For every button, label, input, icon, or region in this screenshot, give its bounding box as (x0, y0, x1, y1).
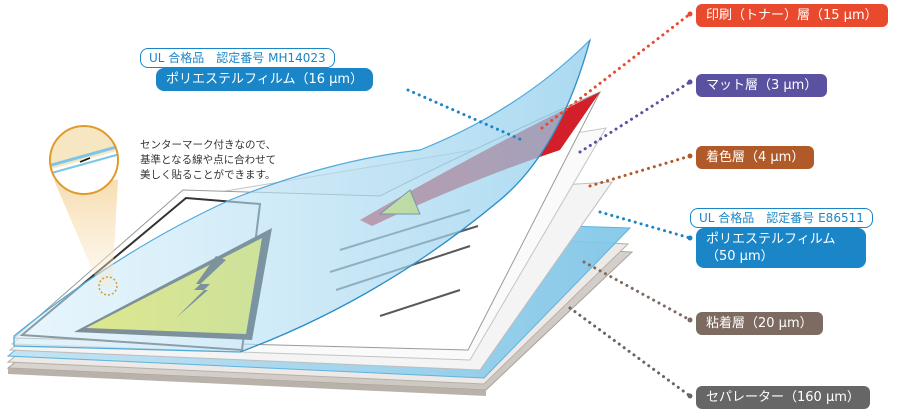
leader-adhesive (582, 260, 692, 322)
zoom-cone (54, 180, 118, 288)
zoom-detail (50, 126, 118, 194)
note-line-2: 基準となる線や点に合わせて (140, 154, 277, 166)
leader-film16 (406, 88, 524, 142)
label-matte-layer: マット層（3 μm） (696, 74, 828, 97)
label-adhesive-layer: 粘着層（20 μm） (696, 312, 823, 335)
center-mark-spot (98, 276, 118, 296)
ul-cert-mh14023: UL 合格品 認定番号 MH14023 (140, 48, 335, 68)
note-line-3: 美しく貼ることができます。 (140, 169, 276, 181)
label-polyester-film-50-line1: ポリエステルフィルム (706, 232, 836, 247)
leader-end-dots (687, 11, 693, 399)
label-polyester-film-50: ポリエステルフィルム （50 μm） (696, 228, 866, 268)
label-separator-layer: セパレーター（160 μm） (696, 386, 870, 409)
leader-film50 (598, 210, 692, 240)
center-mark-note: センターマーク付きなので、 基準となる線や点に合わせて 美しく貼ることができます… (140, 138, 276, 183)
leader-matte (578, 80, 692, 154)
label-color-layer: 着色層（4 μm） (696, 146, 815, 169)
label-polyester-film-16: ポリエステルフィルム（16 μm） (156, 68, 374, 91)
leader-print (540, 12, 692, 130)
label-print-layer: 印刷（トナー）層（15 μm） (696, 4, 888, 27)
leader-color (588, 154, 692, 188)
label-polyester-film-50-line2: （50 μm） (706, 249, 774, 264)
leader-separator (568, 306, 692, 398)
note-line-1: センターマーク付きなので、 (140, 139, 277, 151)
ul-cert-e86511: UL 合格品 認定番号 E86511 (690, 208, 873, 228)
